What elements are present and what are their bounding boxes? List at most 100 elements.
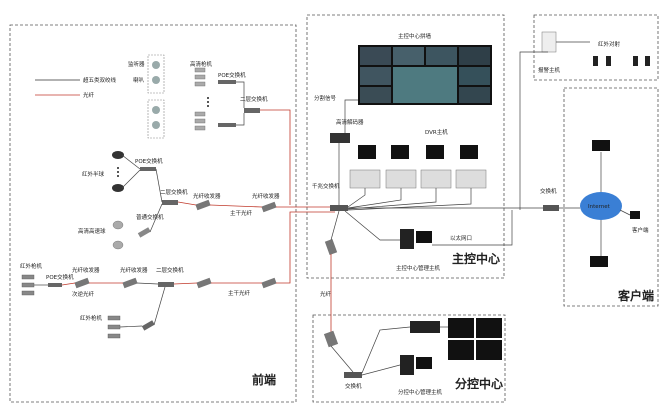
client-zone-title: 客户端 (617, 288, 654, 303)
fiber-tx-5-icon (196, 277, 212, 289)
main-host-label: 主控中心管理主机 (396, 264, 441, 272)
dvr-monitors (358, 145, 478, 159)
poe-switch-1-label: POE交换机 (218, 71, 246, 79)
branch-video-wall (448, 318, 502, 360)
l2-switch-3-icon (158, 282, 174, 287)
branch-fiber-tx-icon (323, 330, 339, 348)
speed-dome-icon-1 (112, 220, 124, 230)
poe-switch-1b-icon (218, 123, 236, 127)
wire-gigabit-dvr4 (347, 188, 472, 211)
decoder-icon (330, 133, 350, 143)
fiber-poe3-tx3 (61, 282, 76, 286)
fiber-vertical-label: 光纤 (320, 290, 332, 298)
client-switch-label: 交换机 (540, 187, 557, 195)
wire-normal-l2 (149, 203, 163, 233)
ir-sensor-label: 红外对射 (598, 40, 621, 48)
poe-switch-2-label: POE交换机 (135, 157, 163, 165)
fiber-tx-1-label: 光纤收发器 (193, 192, 221, 200)
wire-alarm-main (519, 51, 548, 210)
fiber-tx-4-label: 光纤收发器 (120, 266, 148, 274)
alarm-zone (533, 14, 659, 81)
fiber-tx1-tx2 (209, 204, 263, 208)
wire-switch-l2-3 (153, 286, 166, 326)
fiber-l2-1-trunk (260, 109, 291, 205)
mic-speaker-box-2 (147, 99, 165, 139)
wire-gigabit-dvr1 (347, 188, 366, 208)
wire-host-ethernet (432, 210, 513, 246)
wire-poe1b-l2 (236, 113, 245, 126)
front-zone-title: 前端 (252, 372, 276, 387)
main-zone-title: 主控中心 (452, 251, 500, 266)
wire-gigabit-fibertx (330, 210, 340, 241)
normal-switch-icon (137, 227, 151, 238)
ir-dome-label: 红外半球 (82, 170, 105, 178)
wire-gigabit-host (344, 210, 400, 241)
wire-tx4-l2-3 (136, 282, 159, 285)
pc-icon (630, 211, 640, 219)
ir-gun-1-label: 红外枪机 (20, 262, 43, 270)
main-host-tower (400, 229, 414, 249)
microphone-icon (152, 61, 160, 69)
l2-switch-1-icon (244, 108, 260, 113)
wire-branch-decoder (361, 326, 411, 374)
branch-switch-icon (344, 372, 362, 378)
front-zone (9, 24, 297, 403)
client-zone (563, 87, 659, 307)
internet-cloud-icon (580, 192, 622, 220)
laptop-icon-1 (592, 140, 610, 151)
l2-switch-2-icon (162, 200, 178, 205)
branch-host-tower (400, 355, 414, 375)
client-switch-icon (543, 205, 559, 211)
ir-dome-icon-2 (112, 184, 124, 192)
ir-sensor-icon-1 (593, 56, 598, 66)
wire-decoder-wall (344, 99, 358, 133)
speaker-icon-2 (152, 121, 160, 129)
client-pc-label: 客户端 (632, 226, 649, 234)
branch-control-zone (312, 314, 506, 403)
l2-switch-2-label: 二层交换机 (160, 188, 188, 196)
legend-cable-label: 超五类双绞线 (83, 76, 117, 84)
legend-fiber-label: 光纤 (83, 91, 95, 99)
monitor-label: 监听器 (128, 60, 145, 68)
trunk-fiber-2-label: 主干光纤 (228, 289, 251, 297)
mic-speaker-box (147, 54, 165, 94)
internet-label: Internet (588, 204, 611, 210)
hd-gun-label: 高清枪机 (190, 60, 213, 68)
poe-switch-1-icon (218, 80, 236, 84)
ir-gun-2-label: 红外枪机 (80, 314, 103, 322)
ir-gun-camera-group-2 (107, 315, 121, 339)
main-fiber-tx-icon (324, 239, 338, 255)
gigabit-switch-icon (330, 205, 348, 211)
poe-switch-3-label: POE交换机 (46, 273, 74, 281)
fiber-tx6-main (276, 211, 335, 284)
alarm-host-icon (541, 31, 557, 53)
fiber-tx-4-icon (122, 277, 138, 289)
l2-switch-3-label: 二层交换机 (156, 266, 184, 274)
ir-gun-switch-icon (141, 320, 155, 331)
trunk-fiber-1-label: 主干光纤 (230, 209, 253, 217)
branch-switch-label: 交换机 (345, 382, 362, 390)
wire-dome1-poe2 (121, 154, 141, 170)
hd-camera-group-2 (194, 111, 206, 131)
alarm-host-label: 报警主机 (538, 66, 561, 74)
wire-gigabit-dvr3 (347, 188, 437, 210)
branch-zone-title: 分控中心 (455, 376, 503, 391)
speaker-icon (152, 76, 160, 84)
fiber-tx-6-icon (261, 277, 277, 289)
link-cloud-pc (619, 209, 631, 216)
fiber-l2-tx1 (177, 201, 197, 206)
fiber-tx-1-icon (195, 199, 211, 211)
hd-camera-group-1 (194, 67, 206, 87)
speaker-label: 喇叭 (133, 76, 145, 84)
laptop-icon-2 (590, 256, 608, 267)
normal-switch-label: 普通交换机 (136, 213, 164, 221)
fiber-l2-3-tx5 (173, 282, 198, 285)
poe-switch-3-icon (48, 283, 62, 287)
wire-gigabit-dvr2 (347, 188, 402, 209)
ir-dome-icon-1 (112, 151, 124, 159)
fiber-tx-3-label: 光纤收发器 (72, 266, 100, 274)
speed-dome-icon-2 (112, 240, 124, 250)
speed-dome-label: 高清高速球 (78, 227, 106, 235)
gigabit-switch-label: 千兆交换机 (312, 182, 340, 190)
